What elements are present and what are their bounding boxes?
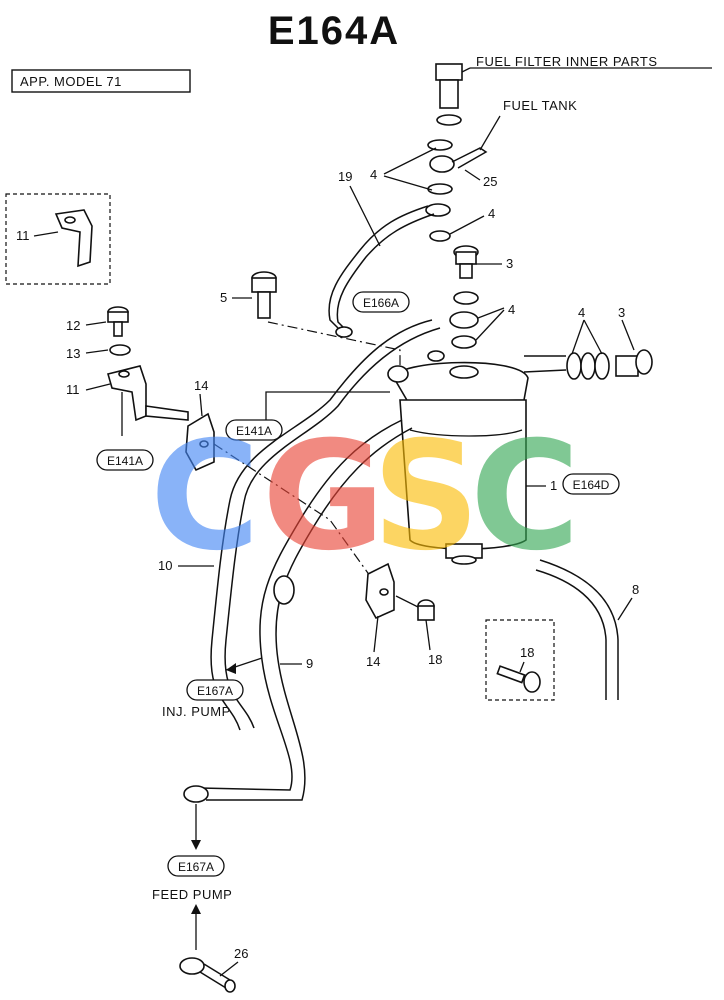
part-1-label: 1 xyxy=(550,478,557,493)
bolt-3-right xyxy=(615,349,653,377)
ref-e141a-right-badge xyxy=(225,419,283,441)
inset-box-bolt-18 xyxy=(485,619,555,701)
part-8-label: 8 xyxy=(632,582,639,597)
part-14b-label: 14 xyxy=(366,654,380,669)
app-model-label: APP. MODEL 71 xyxy=(20,74,122,89)
watermark-letter-c1: C xyxy=(150,410,260,584)
app-model-box xyxy=(11,69,191,93)
pipe-9-eye-end xyxy=(183,785,209,803)
bolt-12 xyxy=(107,306,129,337)
part-5-label: 5 xyxy=(220,290,227,305)
ref-e166a-badge xyxy=(352,291,410,313)
washer-stack-middle xyxy=(449,291,479,349)
washer-stack-right xyxy=(566,352,610,380)
pipe-9-grommet xyxy=(273,575,295,605)
part-4b-label: 4 xyxy=(488,206,495,221)
bolt-18-inset xyxy=(496,665,541,693)
part-13-label: 13 xyxy=(66,346,80,361)
part-26-label: 26 xyxy=(234,946,248,961)
fuel-filter-body xyxy=(387,350,529,565)
part-4a-label: 4 xyxy=(370,167,377,182)
washer-stack-upper xyxy=(425,139,455,242)
ref-e141a-left-label: E141A xyxy=(107,454,143,468)
part-25-label: 25 xyxy=(483,174,497,189)
bracket-11-main xyxy=(107,365,147,422)
inset-box-bracket-11 xyxy=(5,193,111,285)
part-4d-label: 4 xyxy=(578,305,585,320)
part-4c-label: 4 xyxy=(508,302,515,317)
part-9-label: 9 xyxy=(306,656,313,671)
top-banjo-bolt xyxy=(435,63,471,126)
ref-e164d-badge xyxy=(562,473,620,495)
part-19-label: 19 xyxy=(338,169,352,184)
part-14a-label: 14 xyxy=(194,378,208,393)
part-3a-label: 3 xyxy=(506,256,513,271)
nut-18 xyxy=(417,599,435,621)
feed-pump-label: FEED PUMP xyxy=(152,887,232,902)
fuel-tank-label: FUEL TANK xyxy=(503,98,577,113)
ref-e167a-feed-label: E167A xyxy=(178,860,214,874)
ref-e167a-inj-label: E167A xyxy=(197,684,233,698)
ref-e141a-right-label: E141A xyxy=(236,424,272,438)
ref-e166a-label: E166A xyxy=(363,296,399,310)
ref-e167a-inj-badge xyxy=(186,679,244,701)
bolt-3-upper xyxy=(453,245,479,279)
fuel-filter-inner-parts-label: FUEL FILTER INNER PARTS xyxy=(476,54,658,69)
watermark-letter-s: S xyxy=(372,410,480,584)
bracket-stud xyxy=(145,405,189,421)
ref-e164d-label: E164D xyxy=(573,478,610,492)
diagram-title: E164A xyxy=(268,9,400,53)
part-18b-label: 18 xyxy=(520,645,534,660)
part-11b-label: 11 xyxy=(66,382,80,397)
eye-fitting-26 xyxy=(179,957,236,993)
watermark-letter-g: G xyxy=(262,410,385,584)
part-10-label: 10 xyxy=(158,558,172,573)
washer-13 xyxy=(109,344,131,356)
bolt-5 xyxy=(251,271,277,319)
part-12-label: 12 xyxy=(66,318,80,333)
part-18a-label: 18 xyxy=(428,652,442,667)
ref-e141a-left-badge xyxy=(96,449,154,471)
watermark-letter-c2: C xyxy=(470,410,580,584)
ref-e167a-feed-badge xyxy=(167,855,225,877)
bracket-11-inset xyxy=(54,209,93,268)
part-3b-label: 3 xyxy=(618,305,625,320)
inj-pump-label: INJ. PUMP xyxy=(162,704,231,719)
part-11a-label: 11 xyxy=(16,228,30,243)
